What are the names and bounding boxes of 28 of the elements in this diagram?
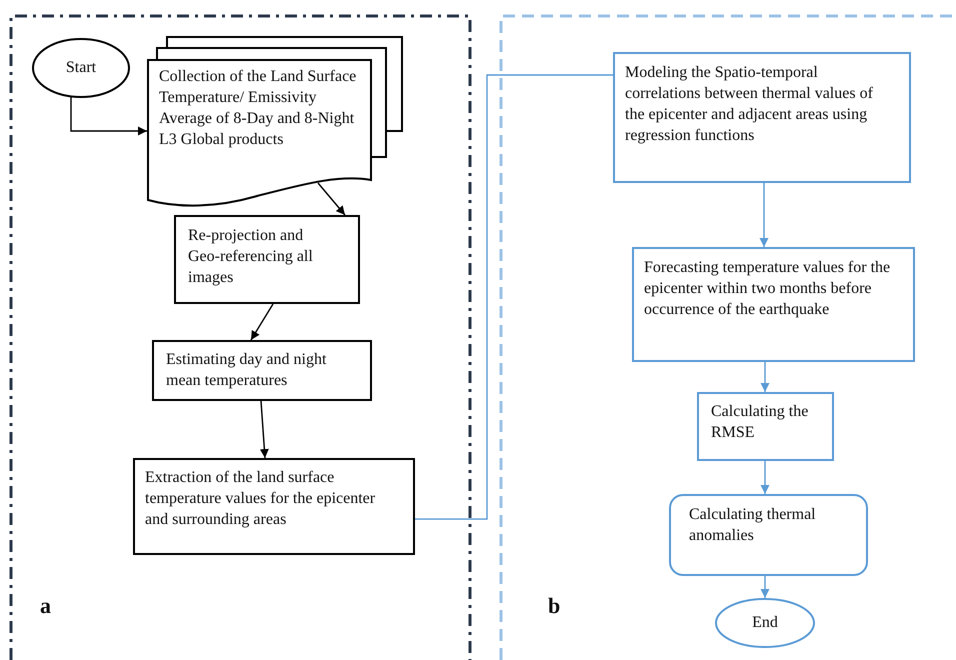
arrow [260, 400, 269, 458]
arrow [760, 576, 770, 598]
arrow [250, 304, 274, 340]
step-text: Calculating the RMSE [711, 402, 810, 443]
step-text: Estimating day and night mean temperatures [166, 350, 328, 391]
step-text: Calculating thermal anomalies [689, 505, 817, 546]
step-text: Modeling the Spatio-temporal correlations between thermal values of the epicenter and adjacent areas using regression functions [625, 63, 874, 146]
step-text: End [751, 613, 779, 633]
panel-label: b [548, 595, 562, 616]
arrow [317, 182, 346, 216]
connector-line [415, 74, 613, 520]
arrow [760, 461, 770, 494]
arrow [760, 183, 768, 247]
process-box [613, 52, 911, 183]
process-box [174, 215, 360, 304]
process-box [133, 458, 415, 555]
step-text: Collection of the Land Surface Temperature/ Emissivity Average of 8-Day and 8-Night L3 Global products [159, 67, 358, 150]
arrow [70, 97, 147, 136]
step-text: Forecasting temperature values for the epicenter within two months before occurrence of the earthquake [644, 258, 892, 320]
panel-label: a [40, 595, 52, 616]
arrow [760, 362, 770, 392]
step-text: Start [64, 58, 98, 78]
rounded-process-box [669, 494, 868, 576]
step-text: Re-projection and Geo-referencing all images [188, 226, 314, 288]
process-box [632, 247, 915, 362]
step-text: Extraction of the land surface temperature values for the epicenter and surrounding areas [145, 468, 376, 530]
process-box [152, 340, 372, 401]
process-box [697, 392, 834, 461]
